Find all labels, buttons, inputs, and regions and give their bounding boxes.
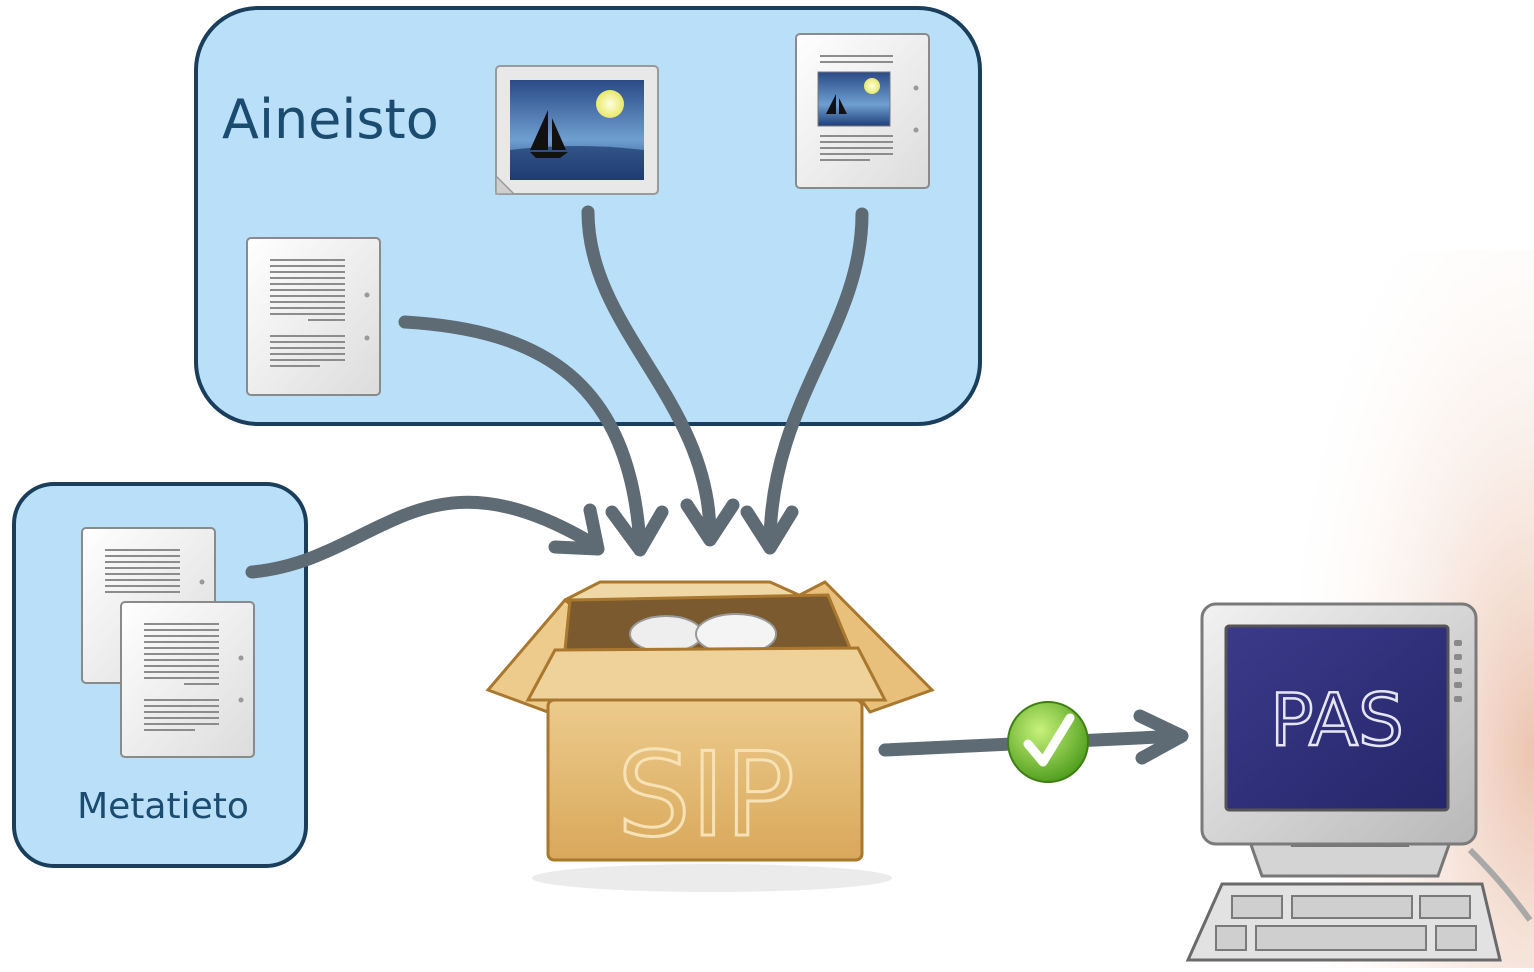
pas-label: PAS — [1270, 678, 1404, 762]
sip-label: SIP — [617, 728, 795, 863]
image-icon — [495, 65, 659, 195]
aineisto-group-label: Aineisto — [222, 88, 439, 151]
layout-document-icon — [795, 33, 930, 189]
arrow-image-to-sip — [581, 205, 717, 542]
arrow-layout-to-sip — [763, 207, 869, 552]
arrow-head-text-document — [605, 505, 669, 557]
arrow-text-document-to-sip — [398, 315, 647, 552]
metadata-documents-icon — [81, 527, 255, 758]
text-document-icon — [246, 237, 381, 396]
arrow-head-layout — [740, 505, 799, 555]
arrow-head-pas — [1133, 709, 1189, 765]
package-box-icon — [485, 580, 935, 892]
arrow-head-image — [680, 498, 740, 547]
arrow-head-metadata — [548, 503, 605, 556]
arrow-metadata-to-sip — [245, 495, 602, 579]
metatieto-group-label: Metatieto — [77, 786, 249, 827]
computer-icon — [1185, 602, 1533, 962]
check-icon — [1007, 701, 1089, 783]
